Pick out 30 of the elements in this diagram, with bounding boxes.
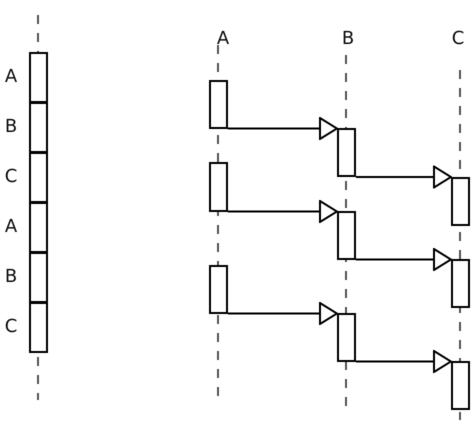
segment-label: C — [4, 316, 18, 338]
activation-box — [337, 128, 356, 177]
activation-box — [29, 202, 48, 253]
segment-label: A — [4, 66, 18, 88]
arrow — [228, 302, 338, 325]
arrow — [228, 117, 338, 140]
arrow — [356, 166, 452, 188]
activation-box — [29, 102, 48, 153]
activation-box — [451, 177, 470, 226]
lifeline-label: A — [216, 28, 230, 50]
lifeline-label: B — [340, 28, 356, 50]
arrow — [356, 350, 452, 373]
activation-box — [337, 313, 356, 362]
activation-box — [451, 259, 470, 308]
activation-box — [209, 162, 228, 212]
activation-box — [29, 152, 48, 203]
arrow — [228, 200, 338, 223]
activation-box — [209, 265, 228, 314]
activation-box — [29, 52, 48, 103]
segment-label: C — [4, 166, 18, 188]
activation-box — [209, 80, 228, 129]
activation-box — [451, 361, 470, 410]
lifeline-label: C — [450, 28, 466, 50]
arrow — [356, 248, 452, 271]
activation-box — [337, 211, 356, 260]
segment-label: A — [4, 216, 18, 238]
activation-box — [29, 302, 48, 353]
segment-label: B — [4, 266, 18, 288]
segment-label: B — [4, 116, 18, 138]
activation-box — [29, 252, 48, 303]
